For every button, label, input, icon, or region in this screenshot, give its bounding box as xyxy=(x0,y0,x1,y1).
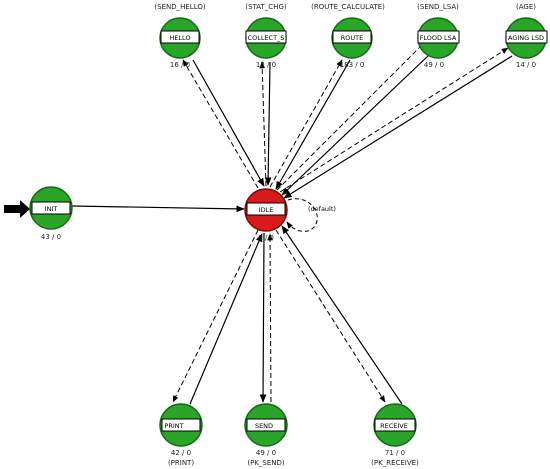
transition-collect-idle xyxy=(264,61,272,186)
state-hello[interactable]: (SEND_HELLO) HELLO 16 / 0 xyxy=(154,3,205,69)
state-caption: (STAT_CHG) xyxy=(245,3,287,11)
state-idle[interactable]: IDLE 0 / 0 xyxy=(244,188,288,242)
transition-init-idle xyxy=(71,205,245,213)
state-caption: (SEND_LSA) xyxy=(417,3,459,11)
state-label-box xyxy=(31,201,71,215)
state-count: 0 / 0 xyxy=(258,234,274,242)
state-label: SEND xyxy=(255,422,273,430)
state-count: 14 / 0 xyxy=(516,61,536,69)
state-print[interactable]: PRINT 42 / 0 (PRINT) xyxy=(159,403,203,467)
state-label: IDLE xyxy=(259,206,274,214)
state-count: 12 / 0 xyxy=(256,61,276,69)
transition-receive-idle xyxy=(281,225,403,405)
transition-idle-collect xyxy=(259,61,267,187)
state-caption: (AGE) xyxy=(516,3,536,11)
state-collect[interactable]: (STAT_CHG) COLLECT_S 12 / 0 xyxy=(245,3,287,69)
state-label-box xyxy=(245,30,287,44)
state-label-box xyxy=(374,418,416,432)
transition-idle-hello xyxy=(182,59,259,189)
state-label: RECEIVE xyxy=(380,422,408,430)
transition-idle-print xyxy=(172,229,259,403)
state-count: 71 / 0 xyxy=(385,449,405,457)
transition-print-idle xyxy=(189,233,263,405)
state-label-box xyxy=(505,30,548,44)
state-count: 16 / 0 xyxy=(170,61,190,69)
transition-idle-default-loop xyxy=(286,198,318,232)
state-send[interactable]: SEND 49 / 0 (PK_SEND) xyxy=(244,403,288,467)
state-label: INIT xyxy=(45,205,58,213)
state-count: 42 / 0 xyxy=(171,449,191,457)
state-count: 49 / 0 xyxy=(424,61,444,69)
state-label-box xyxy=(160,30,200,44)
state-caption: (ROUTE_CALCULATE) xyxy=(311,3,385,11)
state-label-box xyxy=(417,30,460,44)
state-count: 49 / 0 xyxy=(256,449,276,457)
state-label: FLOOD LSA xyxy=(420,34,457,42)
state-label: HELLO xyxy=(169,34,190,42)
transition-idle-aging xyxy=(279,47,509,193)
transition-route-idle xyxy=(275,59,351,190)
state-aging-lsd[interactable]: (AGE) AGING LSD 14 / 0 xyxy=(505,3,548,69)
state-route[interactable]: (ROUTE_CALCULATE) ROUTE 183 / 0 xyxy=(311,3,385,69)
state-receive[interactable]: RECEIVE 71 / 0 (PK_RECEIVE) xyxy=(371,403,419,467)
state-label-box xyxy=(161,418,201,432)
initial-state-arrow xyxy=(4,200,30,218)
state-label: PRINT xyxy=(164,422,183,430)
state-init[interactable]: INIT 43 / 0 xyxy=(29,186,73,241)
transition-aging-idle xyxy=(283,55,513,199)
default-loop-label: (default) xyxy=(308,205,336,213)
state-label-box xyxy=(332,30,372,44)
state-label-box xyxy=(246,418,286,432)
transition-idle-route xyxy=(269,59,343,188)
transition-flood-idle xyxy=(281,53,431,196)
state-label: AGING LSD xyxy=(508,34,544,42)
state-caption: (PRINT) xyxy=(168,459,194,467)
state-count: 183 / 0 xyxy=(340,61,365,69)
transition-send-idle xyxy=(267,233,273,403)
transition-idle-flood xyxy=(276,41,426,191)
state-caption: (PK_RECEIVE) xyxy=(371,459,419,467)
state-count: 43 / 0 xyxy=(41,233,61,241)
state-caption: (PK_SEND) xyxy=(247,459,285,467)
state-flood-lsa[interactable]: (SEND_LSA) FLOOD LSA 49 / 0 xyxy=(417,3,460,69)
state-caption: (SEND_HELLO) xyxy=(154,3,205,11)
state-label: ROUTE xyxy=(341,34,363,42)
transition-idle-send xyxy=(259,232,267,403)
state-label: COLLECT_S xyxy=(248,34,285,42)
transition-hello-idle xyxy=(192,59,265,187)
transition-idle-receive xyxy=(275,229,386,403)
state-label-box xyxy=(246,202,286,216)
